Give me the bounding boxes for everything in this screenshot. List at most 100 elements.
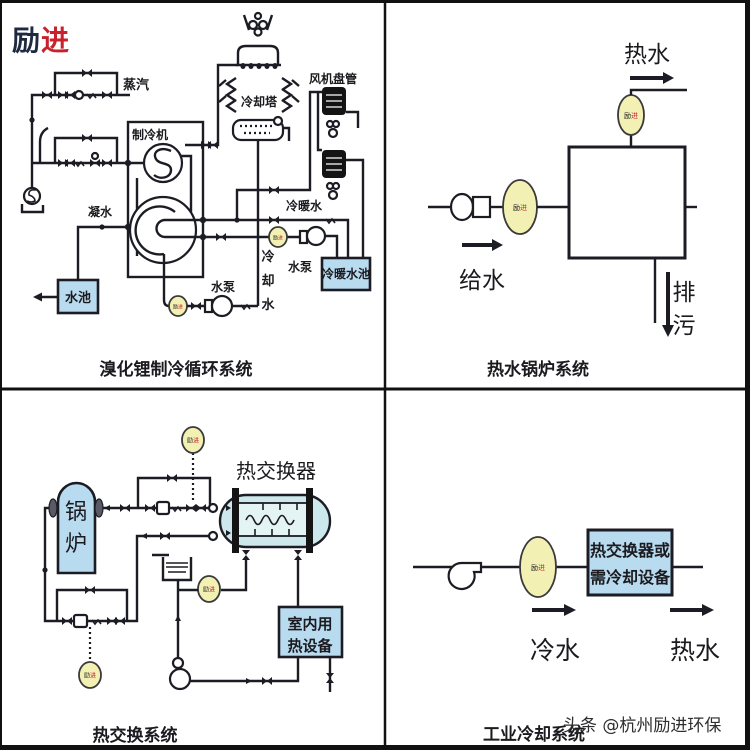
junction-dot (99, 224, 105, 230)
label-chilled-water-pool: 冷暖水池 (322, 266, 370, 281)
treatment-device-badge (181, 426, 205, 454)
circulation-pump-icon (168, 656, 192, 691)
arrow-right-icon (564, 604, 576, 616)
panel-industrial-cooling: 励进 热交换器或 需冷却设备 冷水 热水 工业冷却系统 (413, 528, 720, 745)
label-fan-coil: 风机盘管 (309, 71, 357, 86)
condensate-trap-icon (20, 186, 45, 214)
flow-direction-icon (175, 615, 181, 621)
strainer-icon (73, 89, 85, 101)
steam-supply-line: 蒸汽 (20, 69, 149, 214)
fan-coil-branch-pipe (316, 92, 322, 152)
watermark: 头条 @杭州励进环保 (563, 716, 721, 736)
trap-s-mark (26, 189, 37, 203)
absorption-chiller: 制冷机 (126, 120, 205, 279)
louver-right (281, 77, 300, 113)
fan-icon (327, 127, 339, 139)
vertical-label-char: 排 (673, 280, 696, 306)
arrow-down-icon (662, 325, 674, 337)
badge-char: 进 (193, 437, 199, 445)
basin-overflow-pipe (283, 126, 291, 141)
boiler-nozzle (94, 498, 104, 518)
treatment-device-badge (268, 226, 288, 248)
tube-sheet-left (232, 488, 239, 553)
return-pipe (43, 506, 213, 623)
label-boiler: 锅炉 (65, 500, 87, 557)
label-feed-water: 给水 (459, 268, 505, 294)
coil-fins (326, 157, 342, 171)
vertical-label-char: 锅 (65, 500, 87, 525)
boiler-body (56, 481, 97, 575)
nozzle (264, 63, 270, 69)
label-hot-water: 热水 (670, 636, 720, 665)
badge-chilled-line: 励进 (268, 226, 288, 248)
panel-heat-exchange: 锅炉 励进 (42, 426, 344, 746)
tube-coil (245, 514, 295, 526)
pump-motor (171, 656, 185, 670)
fan-coil-return-pipe (346, 110, 360, 128)
flow-direction-icon (104, 505, 110, 511)
vertical-label-char: 却 (261, 273, 274, 289)
badge-char: 进 (278, 235, 283, 242)
chiller-housing (126, 120, 205, 279)
flow-arrow-feed-water (462, 239, 503, 251)
steam-main-pipe (30, 93, 130, 188)
label-indoor-equipment-line2: 热设备 (287, 637, 333, 655)
logo-char-jin: 进 (41, 24, 69, 57)
badge-logo-text: 励进 (84, 672, 96, 680)
badge-char: 励 (173, 304, 178, 311)
badge-char: 励 (513, 204, 520, 212)
badge-return-line: 励进 (78, 661, 102, 689)
junction-dot (124, 223, 132, 231)
spray-nozzles (240, 63, 278, 69)
badge-char: 进 (90, 672, 96, 680)
baffles (254, 503, 298, 536)
pump-icon (447, 561, 483, 591)
tube-sheet-right (306, 488, 313, 553)
fan-blade (257, 19, 269, 31)
vertical-label-char: 污 (673, 313, 696, 339)
fan-icon (331, 181, 341, 191)
secondary-outlet-pipe (221, 560, 248, 592)
absorber-coil (134, 205, 176, 256)
flow-arrow-blowdown (662, 272, 674, 337)
strainer-icon (72, 613, 89, 629)
hot-water-outlet-pipe (629, 88, 687, 95)
junction-dot (124, 159, 132, 167)
boiler-nozzle (48, 498, 58, 518)
label-equipment-line1: 热交换器或 (590, 541, 670, 560)
pump-casing (449, 192, 475, 222)
nozzle (272, 63, 278, 69)
badge-logo-text: 励进 (273, 235, 283, 242)
pump-motor (471, 195, 492, 219)
flow-arrow-hot-water (670, 604, 714, 616)
tank-water (166, 562, 188, 573)
vertical-label-char: 冷 (261, 249, 274, 265)
badge-logo-text: 励进 (624, 112, 638, 120)
label-hot-water: 热水 (624, 42, 670, 68)
label-indoor-equipment-line1: 室内用 (287, 615, 332, 633)
badge-char: 进 (631, 112, 638, 120)
secondary-loop: 励进 室内用 热设备 (152, 553, 344, 692)
badge-char: 进 (209, 586, 215, 594)
pump-casing (305, 225, 327, 247)
evaporator-coil (155, 218, 203, 239)
label-heat-exchanger: 热交换器 (236, 459, 316, 483)
cooling-tower: 冷却塔 冷却水 (185, 11, 300, 313)
badge-char: 励 (84, 672, 90, 680)
badge-char: 进 (178, 304, 183, 311)
chilled-water-supply-pipe (203, 218, 350, 258)
strainer-icon (155, 500, 171, 516)
label-cooling-tower: 冷却塔 (241, 94, 278, 109)
louver-left (218, 77, 237, 113)
junction-dot (29, 117, 35, 123)
float-valve-icon (272, 115, 284, 127)
absorber-outlet-pipe (162, 254, 170, 308)
boiler: 锅炉 (48, 481, 104, 575)
logo-char-li: 励 (12, 24, 40, 57)
water-pool-box (56, 278, 100, 315)
boiler-vessel (567, 145, 687, 260)
pump-icon (203, 294, 234, 318)
fan-icon (327, 189, 339, 201)
fan-icon (331, 119, 341, 129)
chiller-inner-pipe (181, 154, 193, 212)
